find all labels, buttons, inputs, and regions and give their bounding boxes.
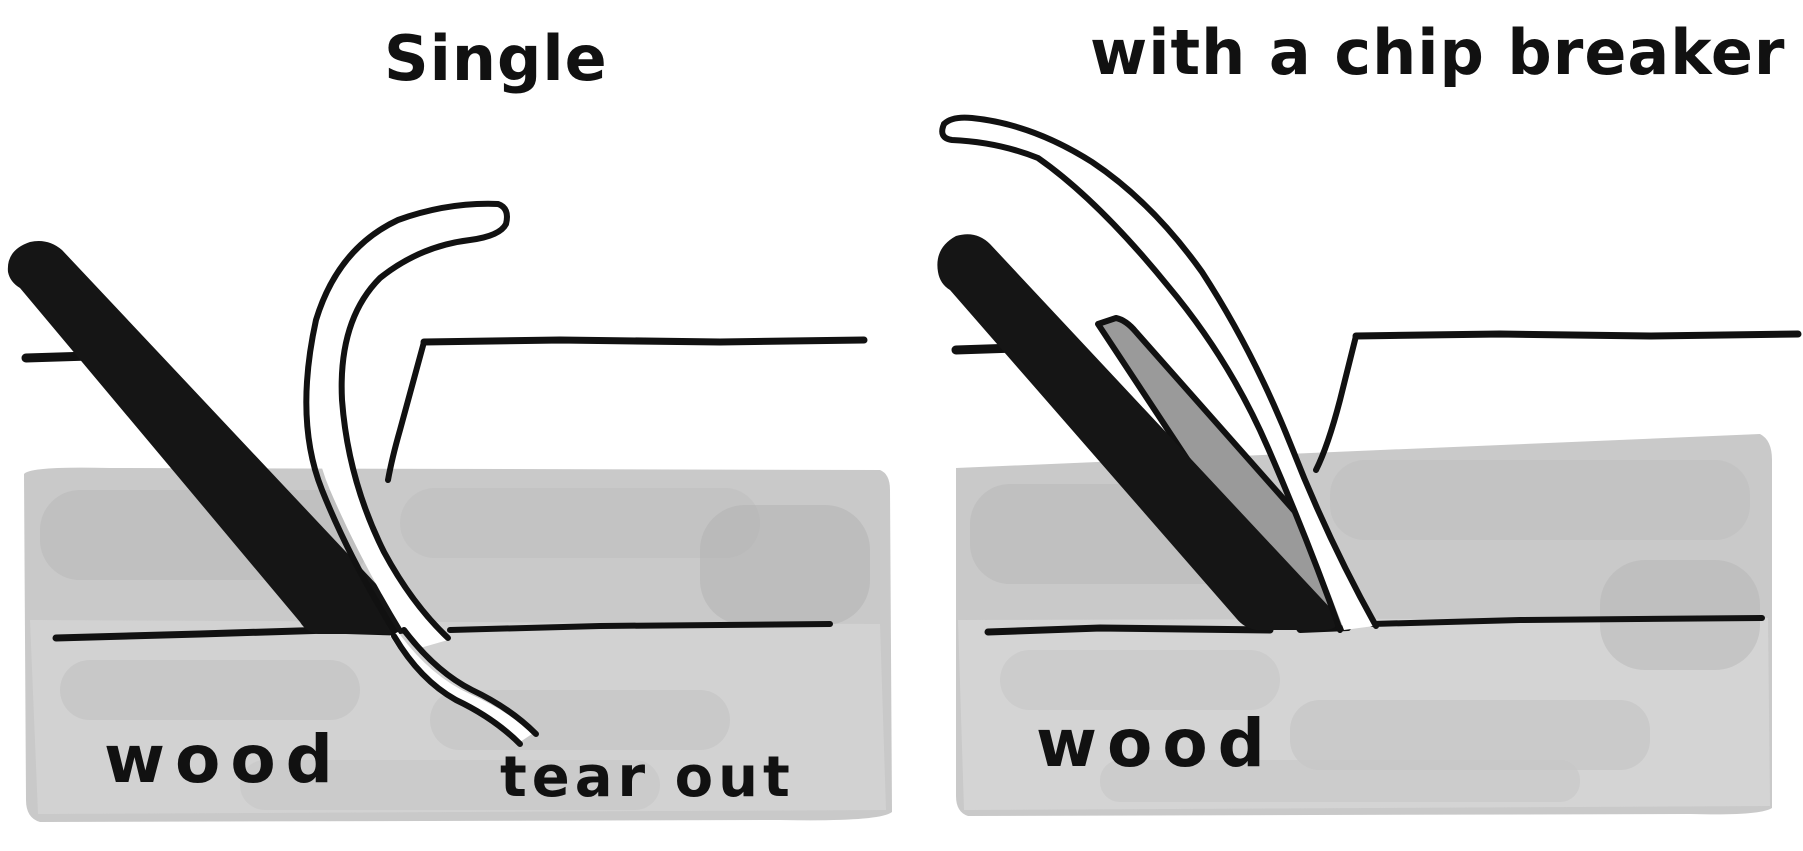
blade-right xyxy=(937,234,1338,630)
shaving-right xyxy=(939,114,1379,633)
panel-title-single: Single xyxy=(384,22,608,95)
planed-surface-left-2 xyxy=(447,621,833,633)
planed-surface-right xyxy=(984,624,1274,636)
cut-face-left xyxy=(385,339,427,483)
uncut-surface-right xyxy=(1352,330,1802,340)
wood-label-right: wood xyxy=(1036,705,1275,782)
panel-title-chip-breaker: with a chip breaker xyxy=(1090,16,1785,89)
wood-block-left xyxy=(24,467,892,822)
wood-label-left: wood xyxy=(104,721,343,798)
shaving-left xyxy=(303,200,510,648)
blade-left xyxy=(7,241,413,634)
planed-surface-right-2 xyxy=(1369,615,1765,627)
tear-out-label: tear out xyxy=(500,745,795,810)
panel-single: Single xyxy=(7,22,892,822)
uncut-surface-left xyxy=(420,336,868,346)
cut-face-right xyxy=(1313,333,1359,473)
tear-out-crack xyxy=(390,627,539,747)
panel-chip-breaker: with a chip breaker w xyxy=(937,16,1802,816)
